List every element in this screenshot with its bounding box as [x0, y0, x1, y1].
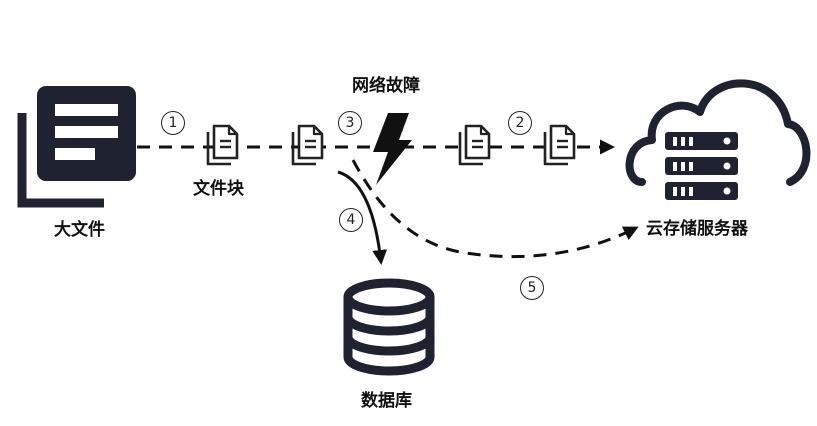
chunk-icon: [458, 124, 491, 166]
database-label: 数据库: [361, 391, 412, 411]
chunk-icon: [206, 124, 239, 166]
big-file-label: 大文件: [54, 220, 105, 240]
step-1-badge: 1: [161, 111, 185, 135]
chunk-label: 文件块: [193, 179, 244, 199]
resume-arrow: [351, 159, 639, 259]
step-2-badge: 2: [508, 111, 532, 135]
step-3-badge: 3: [338, 111, 362, 135]
big-file-icon: [17, 86, 136, 208]
step-4-badge: 4: [339, 208, 363, 232]
chunk-icon: [543, 124, 576, 166]
network-fault-label: 网络故障: [352, 76, 420, 96]
lightning-icon: [373, 113, 412, 185]
cloud-server-label: 云存储服务器: [646, 219, 748, 239]
database-arrow: [337, 170, 388, 265]
step-5-badge: 5: [520, 276, 544, 300]
chunk-icon: [291, 124, 324, 166]
cloud-server-icon: [625, 79, 811, 208]
database-icon: [343, 278, 435, 376]
